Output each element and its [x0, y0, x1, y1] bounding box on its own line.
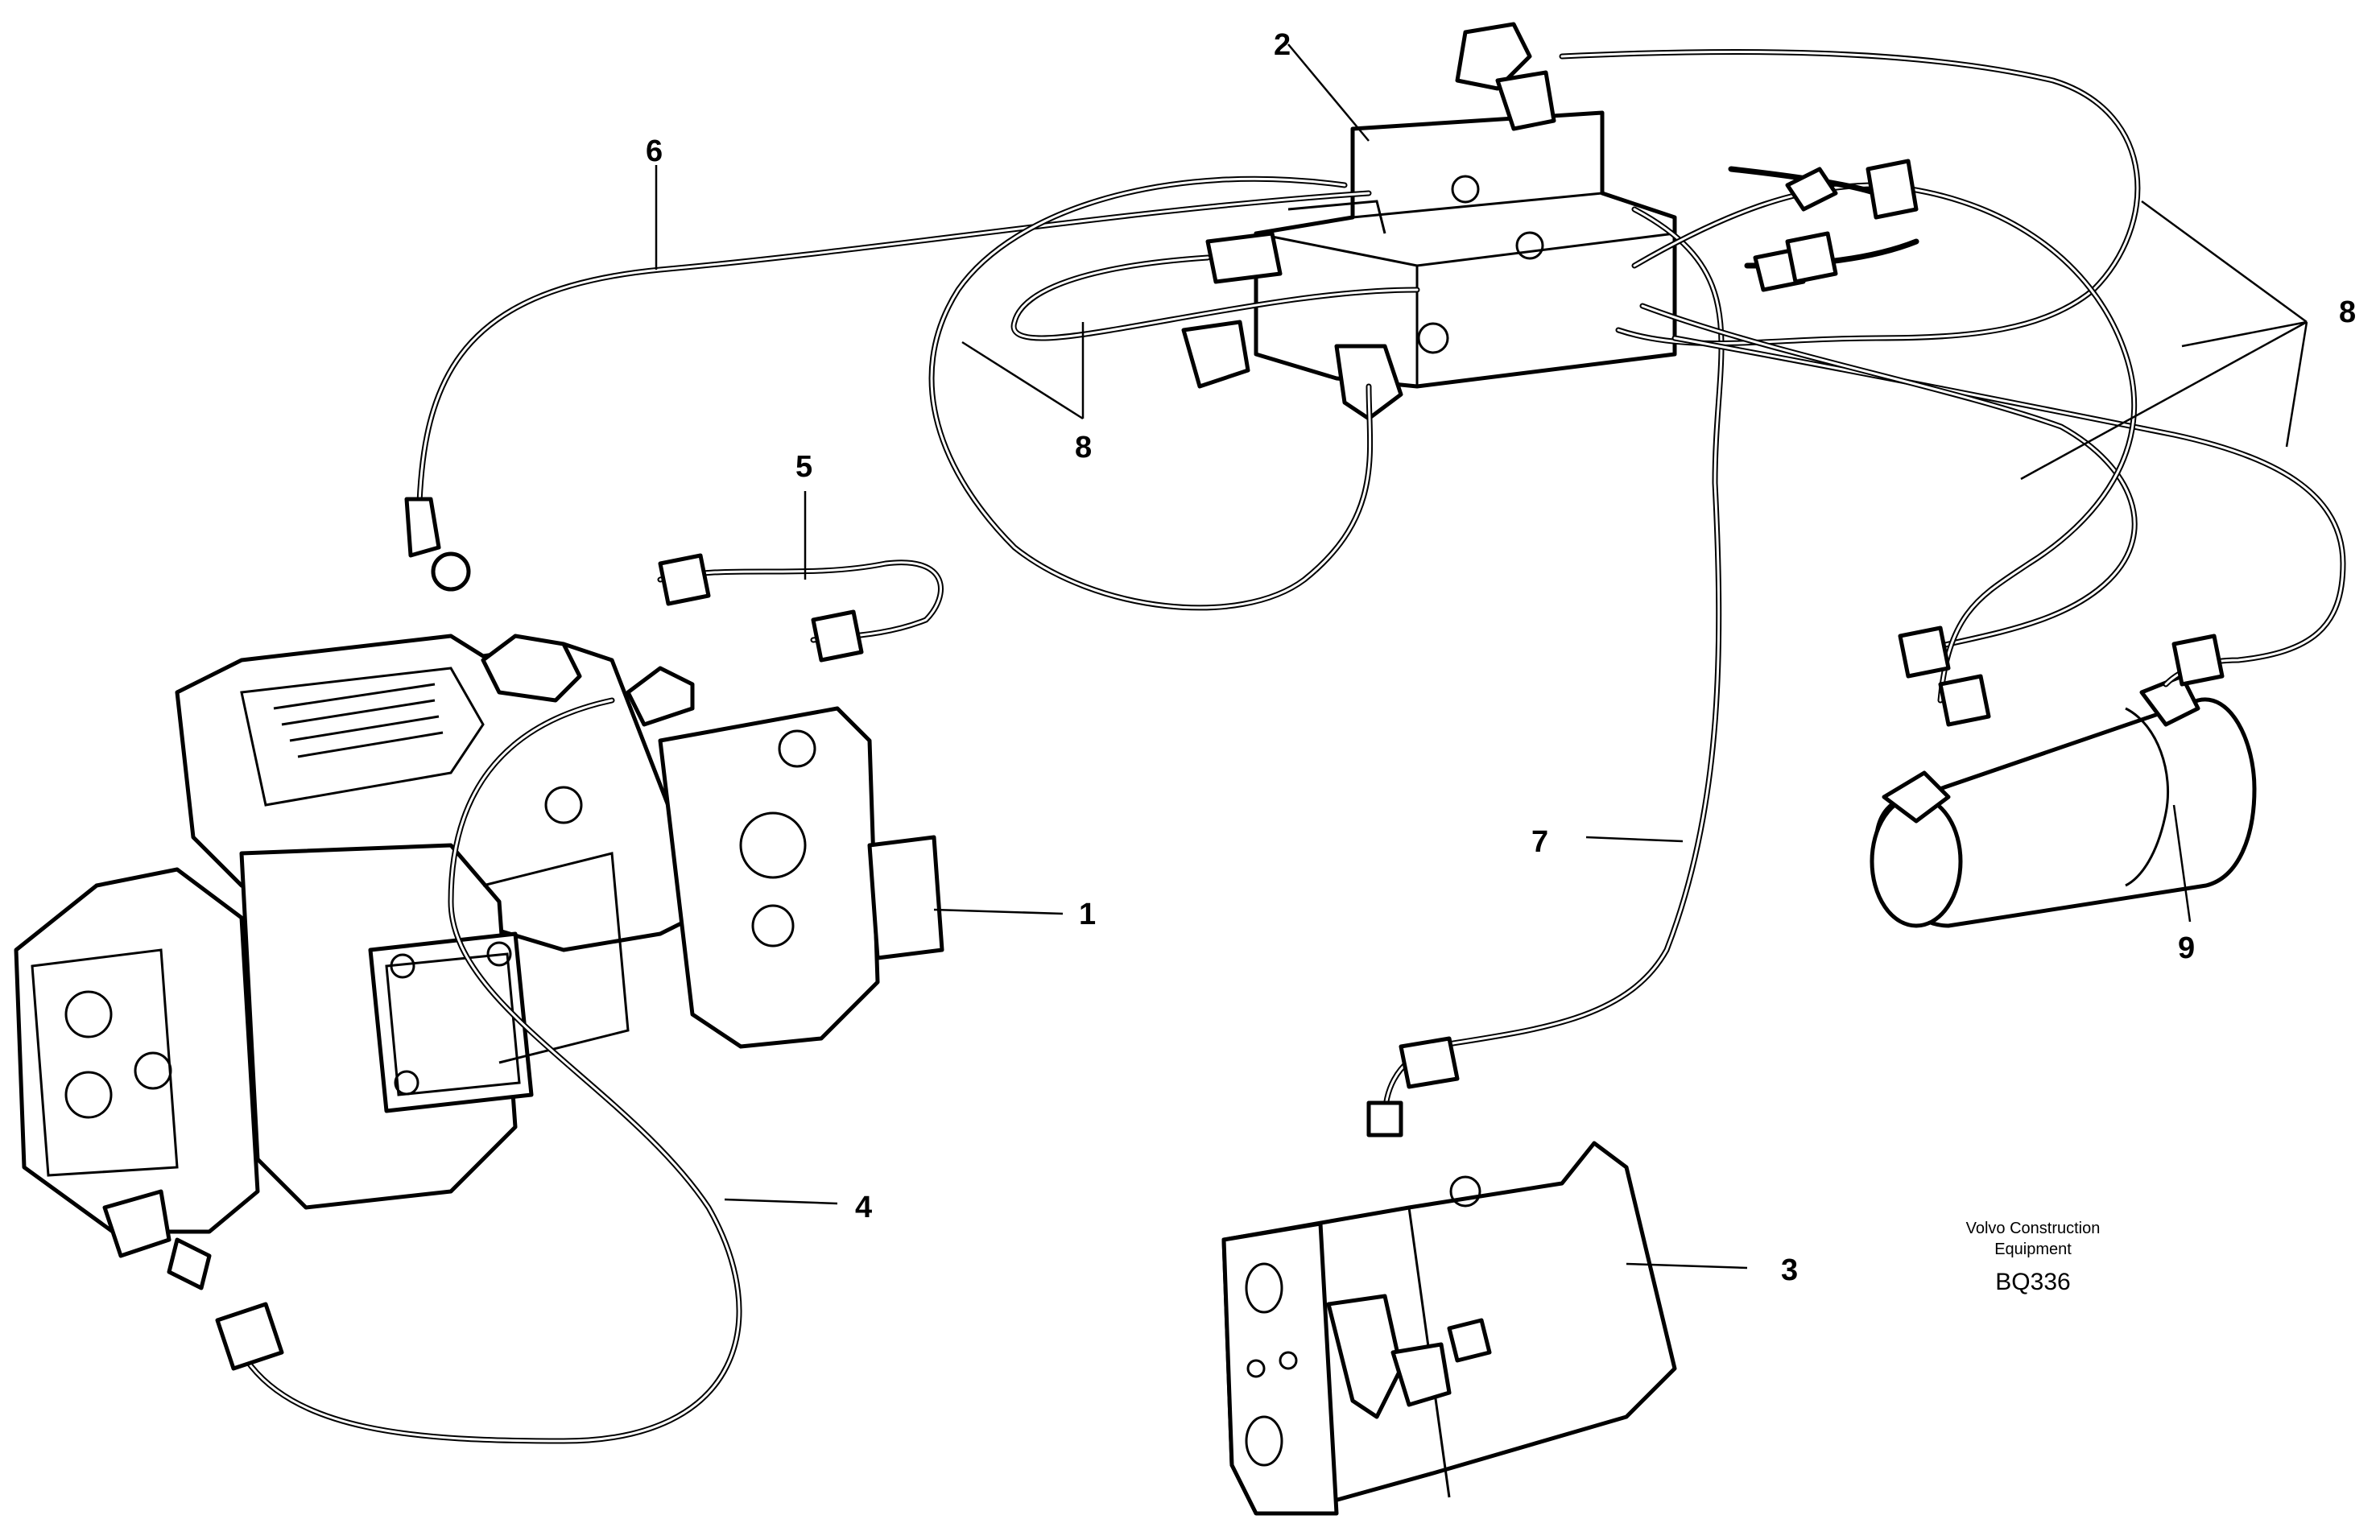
callout-labels: 1 2 3 4 5 6 7 8 8 9 — [646, 28, 2356, 1287]
hydraulic-motor — [1221, 1141, 1677, 1516]
control-valve-block — [1181, 22, 1677, 421]
accumulator-cylinder — [1870, 674, 2257, 928]
callout-8-left: 8 — [1075, 431, 1092, 464]
callout-1: 1 — [1079, 898, 1096, 931]
leader-lines — [655, 43, 2308, 1270]
callout-5: 5 — [795, 450, 812, 484]
credit-line-1: Volvo Construction — [1966, 1220, 2101, 1237]
callout-9: 9 — [2178, 931, 2195, 965]
callout-8-right: 8 — [2339, 295, 2356, 329]
hose-8-cyl-c — [1631, 182, 2137, 704]
callout-4: 4 — [855, 1191, 872, 1224]
callout-6: 6 — [646, 134, 663, 168]
credit-line-2: Equipment — [1994, 1241, 2072, 1258]
hoses — [215, 48, 2346, 1444]
callout-2: 2 — [1274, 28, 1291, 62]
pump-assembly — [14, 634, 944, 1290]
drawing-code: BQ336 — [1995, 1269, 2070, 1295]
callout-7: 7 — [1531, 825, 1548, 859]
callout-3: 3 — [1781, 1253, 1798, 1287]
publisher-credit: Volvo Construction Equipment BQ336 — [1966, 1220, 2101, 1295]
